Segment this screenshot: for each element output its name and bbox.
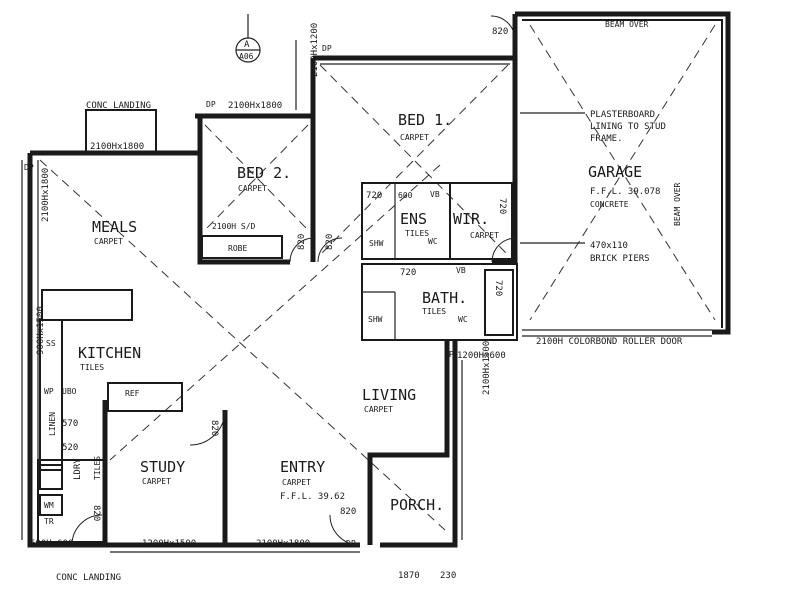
bed2-diagonals bbox=[204, 124, 309, 231]
bed2-name: BED 2. bbox=[237, 164, 291, 182]
dim-570: 570 bbox=[62, 419, 78, 429]
bed1-name: BED 1. bbox=[398, 111, 452, 129]
dim-720-bath-side: 720 bbox=[493, 280, 503, 296]
study-floor: CARPET bbox=[142, 477, 171, 486]
kitchen-floor: TILES bbox=[80, 363, 104, 372]
robe-label: ROBE bbox=[228, 244, 247, 253]
note-piers-1: 470x110 bbox=[590, 241, 628, 251]
meals-floor: CARPET bbox=[94, 237, 123, 246]
note-plasterboard-3: FRAME. bbox=[590, 134, 623, 144]
dim-820-bed2: 820 bbox=[297, 234, 307, 250]
south-walls bbox=[102, 340, 463, 553]
dim-720-wir: 720 bbox=[497, 198, 507, 214]
dp-bath: DP bbox=[444, 350, 454, 359]
dim-720-ens: 720 bbox=[366, 191, 382, 201]
tr-label: TR bbox=[44, 517, 54, 526]
beam-over-top: BEAM OVER bbox=[605, 20, 649, 29]
dim-820-garage: 820 bbox=[492, 27, 508, 37]
conc-landing-top: CONC LANDING bbox=[86, 101, 151, 111]
wir-floor: CARPET bbox=[470, 231, 499, 240]
dim-600-ens: 600 bbox=[398, 191, 413, 200]
ref-label: REF bbox=[125, 389, 140, 398]
window-entry: 2100Hx1800 bbox=[256, 539, 310, 549]
ens-floor: TILES bbox=[405, 229, 429, 238]
bed2-walls bbox=[195, 113, 313, 265]
garage-name: GARAGE bbox=[588, 163, 642, 181]
section-sheet: A06 bbox=[239, 52, 254, 61]
robe-door-size: 2100H S/D bbox=[212, 222, 256, 231]
window-bed2-top: 2100Hx1800 bbox=[228, 101, 282, 111]
garage-walls bbox=[512, 11, 731, 337]
bed1-walls bbox=[295, 40, 518, 265]
wp-label: WP bbox=[44, 387, 54, 396]
section-letter: A bbox=[244, 40, 250, 50]
window-ldry: 600Hx600 bbox=[30, 539, 73, 549]
wc-ens-label: WC bbox=[428, 237, 438, 246]
dim-820-ldry: 820 bbox=[91, 505, 101, 521]
note-plasterboard-1: PLASTERBOARD bbox=[590, 110, 655, 120]
bath-name: BATH. bbox=[422, 289, 467, 307]
beam-over-side: BEAM OVER bbox=[673, 182, 682, 226]
wc-bath-label: WC bbox=[458, 315, 468, 324]
note-piers-2: BRICK PIERS bbox=[590, 254, 650, 264]
vb-bath-label: VB bbox=[456, 266, 466, 275]
door-swings bbox=[71, 15, 517, 546]
bath-floor: TILES bbox=[422, 307, 446, 316]
ens-name: ENS bbox=[400, 210, 427, 228]
living-name: LIVING bbox=[362, 386, 416, 404]
ss-label: SS bbox=[46, 339, 56, 348]
linen-label: LINEN bbox=[48, 412, 57, 436]
dp-bottom: DP bbox=[346, 539, 356, 548]
bed1-floor: CARPET bbox=[400, 133, 429, 142]
entry-floor: CARPET bbox=[282, 478, 311, 487]
wet-area-walls bbox=[361, 182, 518, 341]
meals-name: MEALS bbox=[92, 218, 137, 236]
window-meals-top: 2100Hx1800 bbox=[90, 142, 144, 152]
kitchen-name: KITCHEN bbox=[78, 344, 141, 362]
ldry-floor: TILES bbox=[93, 456, 102, 480]
dim-720-bath: 720 bbox=[400, 268, 416, 278]
shw-bath-label: SHW bbox=[368, 315, 383, 324]
dim-820-ens: 820 bbox=[325, 234, 335, 250]
dim-820-entry: 820 bbox=[340, 507, 356, 517]
dp-meals: DP bbox=[24, 163, 34, 172]
kitchen-bench bbox=[39, 289, 183, 471]
study-name: STUDY bbox=[140, 458, 185, 476]
garage-ffl: F.F.L. 39.078 bbox=[590, 187, 660, 197]
ubo-label: UBO bbox=[62, 387, 77, 396]
vb-ens-label: VB bbox=[430, 190, 440, 199]
section-marker: A A06 bbox=[235, 14, 261, 63]
window-bath: 1200Hx600 bbox=[457, 351, 506, 361]
garage-floor: CONCRETE bbox=[590, 200, 629, 209]
ldry-name: LDRY bbox=[73, 458, 83, 480]
roller-door-note: 2100H COLORBOND ROLLER DOOR bbox=[536, 337, 683, 347]
laundry bbox=[37, 459, 105, 543]
window-bed1-side: 2100Hx1200 bbox=[310, 23, 320, 77]
dp-top: DP bbox=[322, 44, 332, 53]
window-meals-side: 2100Hx1800 bbox=[41, 168, 51, 222]
dim-820-study: 820 bbox=[209, 420, 219, 436]
conc-landing-bottom: CONC LANDING bbox=[56, 573, 121, 583]
bed2-floor: CARPET bbox=[238, 184, 267, 193]
entry-ffl: F.F.L. 39.62 bbox=[280, 492, 345, 502]
shw-ens-label: SHW bbox=[369, 239, 384, 248]
dim-520: 520 bbox=[62, 443, 78, 453]
entry-name: ENTRY bbox=[280, 458, 325, 476]
dim-1870: 1870 bbox=[398, 571, 420, 581]
porch-name: PORCH. bbox=[390, 496, 444, 514]
garage-diagonals bbox=[529, 24, 716, 321]
window-living-side: 2100Hx1500 bbox=[482, 341, 492, 395]
wm-label: WM bbox=[44, 501, 54, 510]
note-plasterboard-2: LINING TO STUD bbox=[590, 122, 666, 132]
living-floor: CARPET bbox=[364, 405, 393, 414]
dim-230: 230 bbox=[440, 571, 456, 581]
wir-name: WIR. bbox=[453, 210, 489, 228]
dp-bed2: DP bbox=[206, 100, 216, 109]
window-study: 1200Hx1500 bbox=[142, 539, 196, 549]
window-kitchen-side: 900Hx1500 bbox=[36, 306, 46, 355]
